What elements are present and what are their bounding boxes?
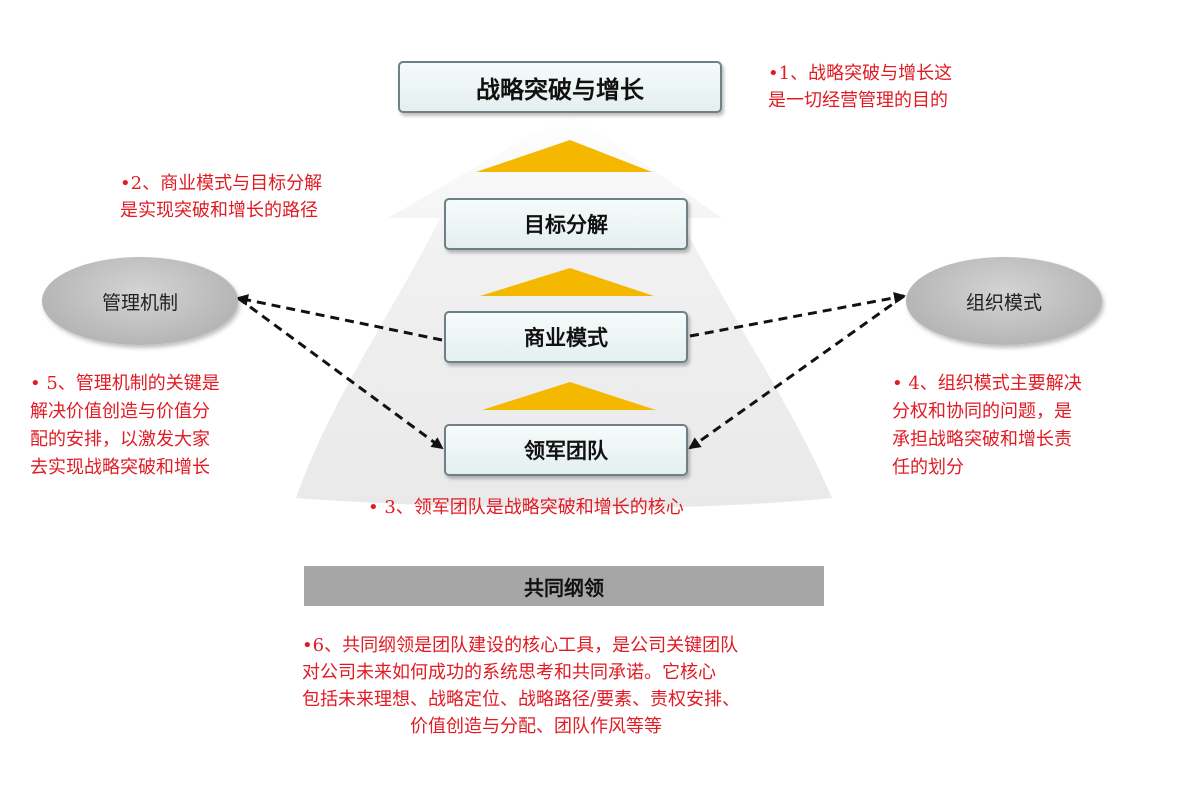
note-5-line-4: 去实现战略突破和增长 bbox=[30, 457, 210, 478]
box-goal-breakdown: 目标分解 bbox=[444, 198, 688, 250]
gold-triangle-2 bbox=[480, 268, 654, 296]
box-business-model: 商业模式 bbox=[444, 311, 688, 363]
note-4-line-1: • 4、组织模式主要解决 bbox=[892, 373, 1082, 394]
note-6-line-2: 对公司未来如何成功的系统思考和共同承诺。它核心 bbox=[302, 662, 716, 683]
note-6-line-1: •6、共同纲领是团队建设的核心工具，是公司关键团队 bbox=[302, 635, 739, 656]
dashed-arrow-left-down bbox=[237, 296, 444, 450]
oval-organization-mode: 组织模式 bbox=[906, 257, 1102, 345]
note-1: •1、战略突破与增长这 是一切经营管理的目的 bbox=[768, 60, 952, 114]
common-program-bar: 共同纲领 bbox=[304, 566, 824, 606]
note-4-line-3: 承担战略突破和增长责 bbox=[892, 429, 1072, 450]
note-6-line-4: 价值创造与分配、团队作风等等 bbox=[410, 716, 662, 737]
oval-management-mechanism: 管理机制 bbox=[42, 257, 238, 345]
note-5-line-3: 配的安排，以激发大家 bbox=[30, 429, 210, 450]
note-3-line-1: • 3、领军团队是战略突破和增长的核心 bbox=[368, 497, 684, 518]
note-4-line-4: 任的划分 bbox=[892, 457, 964, 478]
note-5-line-1: • 5、管理机制的关键是 bbox=[30, 373, 220, 394]
note-4: • 4、组织模式主要解决 分权和协同的问题，是 承担战略突破和增长责 任的划分 bbox=[892, 370, 1082, 482]
box-leading-team: 领军团队 bbox=[444, 424, 688, 476]
gold-triangle-3 bbox=[482, 382, 656, 410]
note-4-line-2: 分权和协同的问题，是 bbox=[892, 401, 1072, 422]
box-strategy-growth: 战略突破与增长 bbox=[398, 61, 722, 113]
note-5-line-2: 解决价值创造与价值分 bbox=[30, 401, 210, 422]
gold-triangle-1 bbox=[476, 140, 652, 172]
note-6: •6、共同纲领是团队建设的核心工具，是公司关键团队 对公司未来如何成功的系统思考… bbox=[302, 632, 740, 740]
note-1-line-1: •1、战略突破与增长这 bbox=[768, 63, 953, 84]
note-5: • 5、管理机制的关键是 解决价值创造与价值分 配的安排，以激发大家 去实现战略… bbox=[30, 370, 220, 482]
note-2-line-2: 是实现突破和增长的路径 bbox=[120, 200, 318, 221]
dashed-arrow-right-up bbox=[689, 291, 906, 338]
note-2-line-1: •2、商业模式与目标分解 bbox=[120, 173, 323, 194]
growth-arrow-shape bbox=[296, 112, 832, 508]
note-3: • 3、领军团队是战略突破和增长的核心 bbox=[368, 494, 684, 521]
note-2: •2、商业模式与目标分解 是实现突破和增长的路径 bbox=[120, 170, 322, 224]
note-1-line-2: 是一切经营管理的目的 bbox=[768, 90, 948, 111]
note-6-line-3: 包括未来理想、战略定位、战略路径/要素、责权安排、 bbox=[302, 689, 741, 710]
dashed-arrow-right-down bbox=[688, 294, 905, 450]
dashed-arrow-left-up bbox=[236, 294, 443, 342]
